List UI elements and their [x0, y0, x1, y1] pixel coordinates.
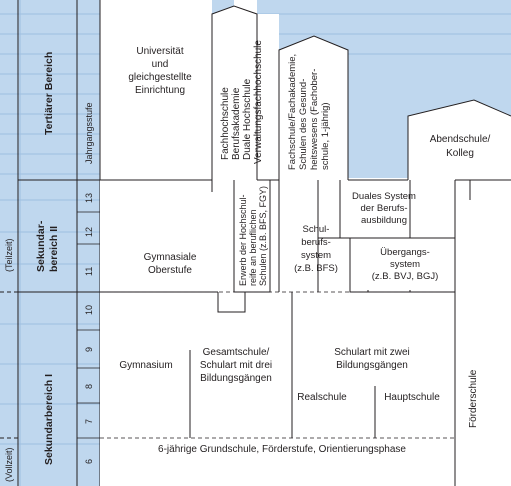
hauptschule-label: Hauptschule: [384, 392, 440, 403]
level-sek1: Sekundarbereich I: [43, 374, 55, 465]
gymnasium-label: Gymnasium: [119, 360, 172, 371]
fachschule-line-2: Schulen des Gesund-: [298, 79, 309, 170]
hochschulreife-line-1: Erwerb der Hochschul-: [238, 194, 248, 286]
year-rules: [77, 211, 100, 439]
hochschulreife-label: Erwerb der Hochschul- reife an beruflich…: [238, 186, 268, 286]
year-6: 6: [84, 459, 94, 464]
teilzeit-label: (Teilzeit): [4, 238, 14, 272]
year-11: 11: [84, 267, 94, 276]
level-tertiaer: Tertiärer Bereich: [43, 52, 55, 135]
gesamtschule-line-1: Gesamtschule/: [203, 347, 270, 358]
abendschule-line-2: Kolleg: [446, 148, 474, 159]
foerderschule-label: Förderschule: [468, 369, 479, 428]
schulberufssystem-label: Schul- berufs- system (z.B. BFS): [294, 224, 338, 274]
fh-line-1: Fachhochschule: [220, 87, 231, 160]
schulberuf-line-1: Schul-: [303, 224, 330, 235]
duales-label: Duales System der Berufs- ausbildung: [352, 191, 416, 226]
year-10: 10: [84, 305, 94, 315]
gesamtschule-line-2: Schulart mit drei: [200, 360, 272, 371]
uni-line-2: und: [152, 59, 169, 70]
uni-line-4: Einrichtung: [135, 85, 185, 96]
schulart-zwei-line-2: Bildungsgängen: [336, 360, 408, 371]
level-sek2-line2: bereich II: [48, 226, 60, 272]
schulberuf-line-4: (z.B. BFS): [294, 263, 338, 274]
schulart-zwei-line-1: Schulart mit zwei: [334, 347, 410, 358]
gesamtschule-label: Gesamtschule/ Schulart mit drei Bildungs…: [200, 347, 272, 384]
uni-line-1: Universität: [136, 46, 183, 57]
fachschule-label: Fachschule/Fachakademie, Schulen des Ges…: [287, 54, 331, 170]
schulart-zwei-label: Schulart mit zwei Bildungsgängen: [334, 347, 410, 371]
hochschulreife-line-3: Schulen (z.B. BFS, FGY): [258, 186, 268, 286]
hochschulreife-line-2: reife an beruflichen: [248, 209, 258, 286]
fh-line-4: Verwaltungsfachhochschule: [253, 40, 264, 164]
abendschule-label: Abendschule/ Kolleg: [430, 134, 491, 159]
structure-outlines: [99, 0, 511, 486]
fh-label: Fachhochschule Berufsakademie Duale Hoch…: [220, 40, 264, 164]
year-13: 13: [84, 193, 94, 203]
duales-line-1: Duales System: [352, 191, 416, 202]
year-8: 8: [84, 384, 94, 389]
grundschule-label: 6-jährige Grundschule, Förderstufe, Orie…: [158, 444, 406, 455]
uebergang-line-3: (z.B. BVJ, BGJ): [372, 271, 439, 282]
year-12: 12: [84, 227, 94, 237]
fachschule-line-1: Fachschule/Fachakademie,: [287, 54, 298, 170]
uni-label: Universität und gleichgestellte Einricht…: [128, 46, 192, 96]
fachschule-line-4: schule, 1-jährig): [320, 102, 331, 170]
uebergang-line-1: Übergangs-: [380, 247, 430, 258]
gym-oberstufe-line-2: Oberstufe: [148, 265, 192, 276]
duales-line-3: ausbildung: [361, 215, 407, 226]
realschule-label: Realschule: [297, 392, 347, 403]
gym-oberstufe-label: Gymnasiale Oberstufe: [144, 252, 197, 276]
vollzeit-label: (Vollzeit): [4, 447, 14, 482]
fh-line-3: Duale Hochschule: [242, 78, 253, 160]
year-7: 7: [84, 419, 94, 424]
abendschule-line-1: Abendschule/: [430, 134, 491, 145]
right-blue-region: [348, 70, 511, 178]
duales-line-2: der Berufs-: [361, 203, 408, 214]
level-sek2-line1: Sekundar-: [35, 220, 47, 272]
uni-line-3: gleichgestellte: [128, 72, 192, 83]
gesamtschule-line-3: Bildungsgängen: [200, 373, 272, 384]
gym-oberstufe-line-1: Gymnasiale: [144, 252, 197, 263]
fachschule-line-3: heitswesens (Fachober-: [309, 69, 320, 170]
year-header: Jahrgangsstufe: [84, 102, 94, 164]
uebergang-label: Übergangs- system (z.B. BVJ, BGJ): [372, 247, 439, 282]
year-9: 9: [84, 347, 94, 352]
schulberuf-line-3: system: [301, 250, 331, 261]
uebergang-line-2: system: [390, 259, 420, 270]
fh-line-2: Berufsakademie: [231, 87, 242, 160]
schulberuf-line-2: berufs-: [301, 237, 331, 248]
